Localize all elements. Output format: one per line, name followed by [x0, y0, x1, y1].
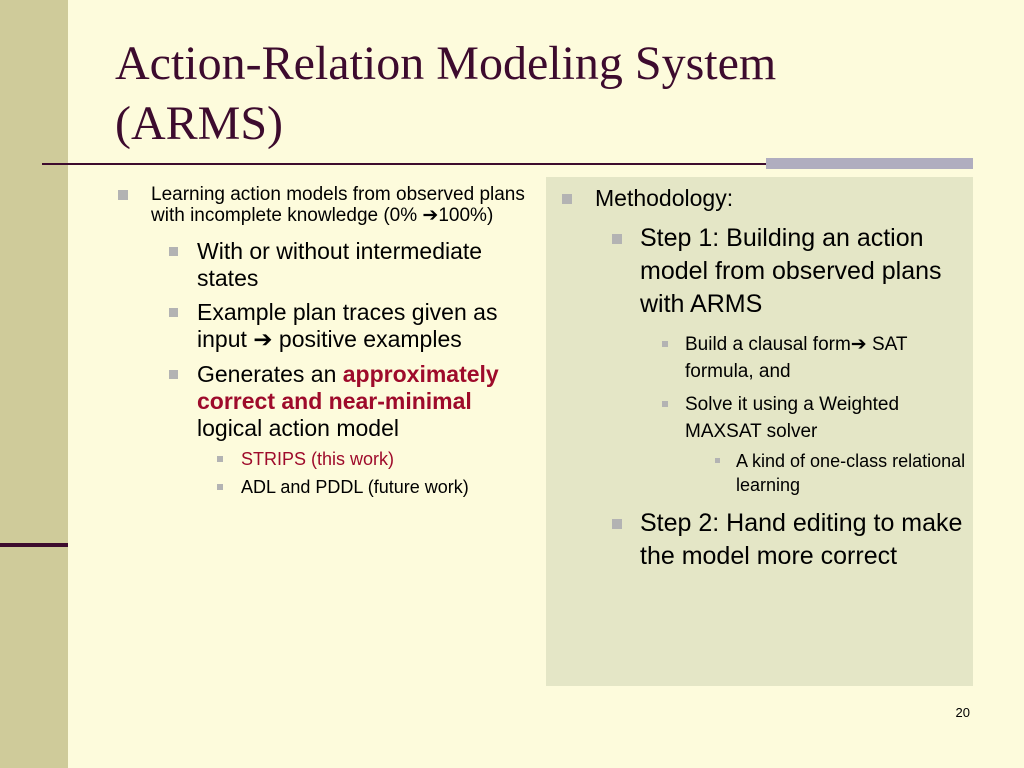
page-number: 20	[955, 705, 970, 720]
slide-title: Action-Relation Modeling System (ARMS)	[115, 34, 995, 154]
bullet-adl-pddl: ADL and PDDL (future work)	[115, 477, 535, 497]
bullet-one-class-learning: A kind of one-class relational learning	[560, 449, 970, 497]
title-accent-block	[766, 158, 973, 169]
slide-sidebar	[0, 0, 68, 768]
square-bullet-icon	[715, 458, 720, 463]
square-bullet-icon	[169, 308, 178, 317]
bullet-intermediate-states: With or without intermediate states	[115, 238, 535, 292]
right-arrow-icon: ➔	[253, 327, 273, 353]
bullet-text: Step 1: Building an action model from ob…	[640, 224, 942, 318]
square-bullet-icon	[612, 234, 622, 244]
maxsat-sub-list: A kind of one-class relational learning	[560, 449, 970, 497]
bullet-text: Generates an	[197, 361, 343, 387]
steps-list: Step 1: Building an action model from ob…	[560, 222, 970, 321]
bullet-text: positive examples	[272, 326, 462, 352]
sidebar-divider	[0, 543, 68, 547]
bullet-text: Step 2: Hand editing to make the model m…	[640, 509, 963, 570]
title-line-2: (ARMS)	[115, 97, 284, 150]
bullet-strips: STRIPS (this work)	[115, 449, 535, 469]
square-bullet-icon	[169, 370, 178, 379]
bullet-text: STRIPS (this work)	[241, 449, 395, 469]
title-divider	[42, 163, 973, 165]
bullet-text: A kind of one-class relational learning	[736, 451, 966, 495]
sub-sub-bullet-list: STRIPS (this work) ADL and PDDL (future …	[115, 449, 535, 497]
steps-list-continued: Step 2: Hand editing to make the model m…	[560, 507, 970, 573]
square-bullet-icon	[217, 456, 223, 462]
bullet-methodology: Methodology:	[560, 185, 970, 212]
bullet-text: logical action model	[197, 415, 400, 441]
methodology-panel	[546, 177, 973, 686]
square-bullet-icon	[217, 484, 223, 490]
title-line-1: Action-Relation Modeling System	[115, 37, 777, 90]
square-bullet-icon	[118, 190, 128, 200]
bullet-example-plan-traces: Example plan traces given as input ➔ pos…	[115, 299, 535, 354]
square-bullet-icon	[562, 194, 572, 204]
square-bullet-icon	[169, 247, 178, 256]
bullet-text: SAT formula, and	[685, 334, 908, 382]
bullet-learning-action-models: Learning action models from observed pla…	[115, 185, 535, 226]
square-bullet-icon	[612, 519, 622, 529]
highlighted-text: approximately correct and near-minimal	[197, 361, 499, 414]
bullet-text: 100%)	[438, 205, 494, 226]
right-arrow-icon: ➔	[422, 204, 439, 226]
bullet-text: With or without intermediate states	[197, 238, 483, 291]
square-bullet-icon	[662, 341, 668, 347]
bullet-step-1: Step 1: Building an action model from ob…	[560, 222, 970, 321]
right-arrow-icon: ➔	[850, 333, 867, 355]
bullet-text: Example plan traces given as input	[197, 299, 498, 352]
bullet-text: Solve it using a Weighted MAXSAT solver	[685, 394, 900, 442]
left-column: Learning action models from observed pla…	[115, 185, 535, 505]
square-bullet-icon	[662, 401, 668, 407]
bullet-text: ADL and PDDL (future work)	[241, 477, 469, 497]
bullet-list: Learning action models from observed pla…	[115, 185, 535, 226]
bullet-weighted-maxsat: Solve it using a Weighted MAXSAT solver …	[560, 391, 970, 497]
bullet-step-2: Step 2: Hand editing to make the model m…	[560, 507, 970, 573]
step-1-sub-list: Build a clausal form➔ SAT formula, and S…	[560, 331, 970, 497]
sub-bullet-list: With or without intermediate states Exam…	[115, 238, 535, 442]
bullet-text: Learning action models from observed pla…	[151, 184, 525, 226]
bullet-generates-model: Generates an approximately correct and n…	[115, 361, 535, 442]
bullet-text: Build a clausal form	[685, 334, 851, 355]
bullet-text: Methodology:	[595, 185, 734, 211]
methodology-list: Methodology:	[560, 185, 970, 212]
bullet-clausal-form: Build a clausal form➔ SAT formula, and	[560, 331, 970, 385]
right-column: Methodology: Step 1: Building an action …	[560, 185, 970, 583]
